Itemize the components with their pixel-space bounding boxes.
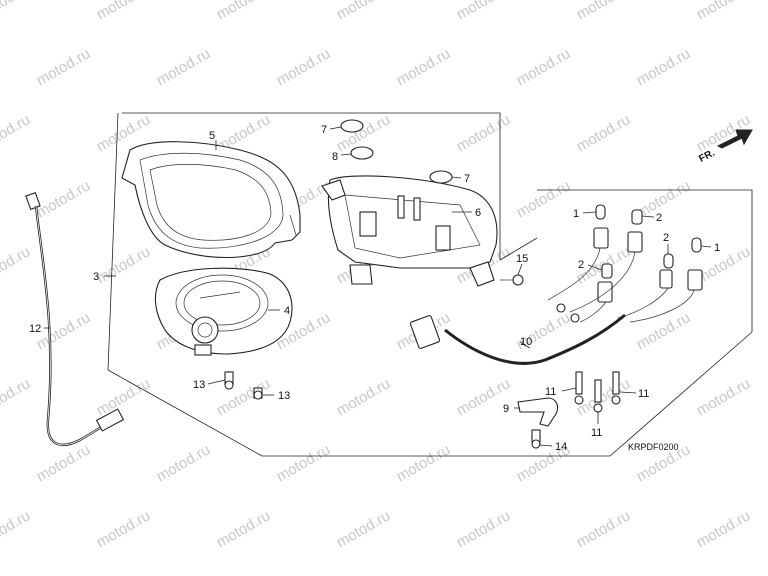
watermark-text: motod.ru [0,243,33,287]
watermark-text: motod.ru [694,375,754,419]
assembly-boundary-right [537,189,753,457]
watermark-text: motod.ru [274,441,334,485]
callout-2-low: 2 [578,259,584,271]
callout-7-lower: 7 [464,173,470,185]
callout-1-right: 1 [714,242,720,254]
callout-numbers: 5 3 4 6 7 8 7 15 1 2 2 1 2 10 11 11 11 9… [29,124,720,453]
watermark-text: motod.ru [34,309,94,353]
watermark-text: motod.ru [0,507,33,551]
meter-face-assembly [154,267,293,356]
watermark-text: motod.ru [574,507,634,551]
watermark-text: motod.ru [514,177,574,221]
watermark-text: motod.ru [334,375,394,419]
callout-11-left: 11 [545,386,556,398]
callout-12: 12 [29,323,41,335]
callout-10: 10 [520,336,532,348]
callout-15: 15 [516,253,528,265]
screw-14 [531,429,541,449]
meter-lens-case [121,141,301,259]
meter-housing [321,175,498,287]
watermark-text: motod.ru [394,45,454,89]
watermark-text: motod.ru [0,0,33,23]
watermark-text: motod.ru [94,507,154,551]
callout-1-left: 1 [573,208,579,220]
watermark-text: motod.ru [514,45,574,89]
boundary-link [499,237,538,261]
watermark-text: motod.ru [574,0,634,23]
watermark-text: motod.ru [94,375,154,419]
cap-8 [350,146,374,160]
callout-4: 4 [284,305,290,317]
assembly-boundary-left-lower [107,112,610,457]
speedometer-cable [25,192,125,446]
clamp-9 [517,397,559,427]
watermark-text: motod.ru [0,111,33,155]
callout-13-right: 13 [278,390,290,402]
watermark-text: motod.ru [154,441,214,485]
callout-6: 6 [475,207,481,219]
watermark-text: motod.ru [214,507,274,551]
watermark-text: motod.ru [34,441,94,485]
watermark-text: motod.ru [454,0,514,23]
watermark-text: motod.ru [0,375,33,419]
callout-2-mid: 2 [663,232,669,244]
callout-9: 9 [503,403,509,415]
callout-11-bottom: 11 [591,427,602,439]
callout-5: 5 [209,130,215,142]
callout-11-right: 11 [638,388,649,400]
watermark-text: motod.ru [34,177,94,221]
watermark-text: motod.ru [334,0,394,23]
watermark-text: motod.ru [94,0,154,23]
callout-14: 14 [555,441,567,453]
watermark-text: motod.ru [634,45,694,89]
watermark-text: motod.ru [694,507,754,551]
watermark-text: motod.ru [574,111,634,155]
screw-15 [500,274,524,286]
bulbs-and-sockets [593,204,703,303]
watermark-text: motod.ru [214,0,274,23]
callout-7-upper: 7 [321,124,327,136]
watermark-text: motod.ru [34,45,94,89]
callout-2-top: 2 [656,212,662,224]
cap-7-lower [429,170,453,184]
watermark-text: motod.ru [214,375,274,419]
cap-7-upper [340,119,364,133]
watermark-text: motod.ru [454,111,514,155]
watermark-text: motod.ru [154,45,214,89]
watermark-text: motod.ru [94,243,154,287]
front-arrow-icon [716,129,753,149]
callout-3: 3 [93,271,99,283]
screws-11 [574,371,621,413]
diagram-code: KRPDF0200 [628,442,679,452]
callout-8: 8 [332,151,338,163]
watermark-text: motod.ru [634,309,694,353]
watermark-text: motod.ru [394,441,454,485]
watermark-text: motod.ru [694,0,754,23]
watermark-text: motod.ru [274,45,334,89]
assembly-boundary-left [122,112,501,260]
watermark-text: motod.ru [454,507,514,551]
leader-lines [44,126,712,447]
wire-harness [409,247,695,365]
callout-13-left: 13 [193,379,205,391]
screws-13 [224,371,263,400]
watermark-text: motod.ru [334,507,394,551]
